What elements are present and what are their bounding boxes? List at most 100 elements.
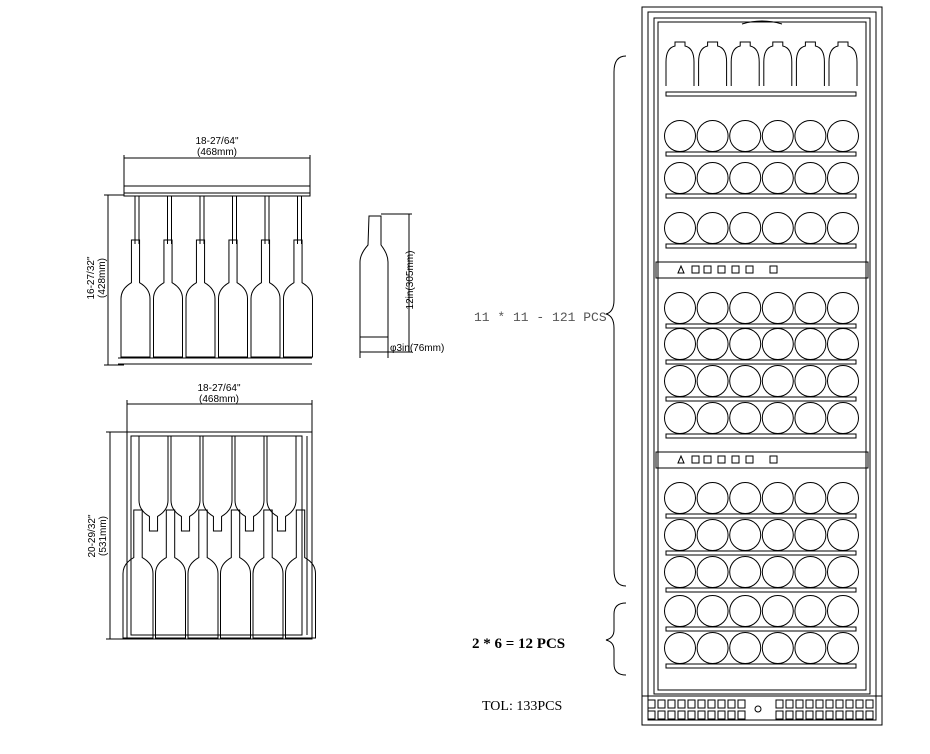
bottle-end bbox=[761, 120, 794, 152]
vent-slot bbox=[737, 699, 746, 709]
vent-slot bbox=[855, 710, 864, 720]
shelf bbox=[665, 433, 857, 439]
shelf bbox=[665, 663, 857, 669]
vent-slot bbox=[795, 699, 804, 709]
panel-icon bbox=[731, 265, 740, 274]
bottle-end bbox=[729, 120, 762, 152]
top-depth-inch-label: 16-27/32" bbox=[86, 256, 97, 299]
upper-capacity-note: 11 * 11 - 121 PCS bbox=[474, 310, 607, 325]
bottle bbox=[153, 239, 183, 358]
shelf bbox=[665, 359, 857, 365]
vent-slot bbox=[657, 699, 666, 709]
bottle-row bbox=[664, 595, 859, 632]
bottle-end bbox=[729, 632, 762, 664]
bottle bbox=[220, 509, 251, 639]
bottle-row bbox=[664, 162, 859, 199]
bottle-end bbox=[827, 519, 859, 551]
cabinet-bottle-rows bbox=[664, 41, 859, 669]
bottle-row bbox=[664, 120, 859, 157]
panel-icon bbox=[677, 264, 685, 274]
bottle-row bbox=[664, 402, 859, 439]
vent-slot bbox=[707, 699, 716, 709]
bottle bbox=[218, 239, 248, 358]
bottle-end bbox=[664, 402, 696, 434]
panel-icon bbox=[717, 455, 726, 464]
bottle-end bbox=[664, 556, 696, 588]
top-width-mm-label: (468mm) bbox=[197, 147, 237, 158]
bottle-end bbox=[761, 212, 794, 244]
vent-slot bbox=[707, 710, 716, 720]
bottle-end bbox=[827, 120, 859, 152]
bottle-end bbox=[664, 365, 696, 397]
vent-slot bbox=[717, 699, 726, 709]
vent-slot bbox=[727, 710, 736, 720]
vent-slot bbox=[855, 699, 864, 709]
bottle-end bbox=[794, 556, 827, 588]
side-width-inch-label: 18-27/64" bbox=[197, 383, 240, 394]
bottle bbox=[283, 239, 313, 358]
panel-icon bbox=[745, 455, 754, 464]
bottle-row bbox=[664, 328, 859, 365]
vent-slot bbox=[795, 710, 804, 720]
bottle-end bbox=[761, 632, 794, 664]
bottle-end bbox=[696, 632, 729, 664]
bottle-end bbox=[794, 292, 827, 324]
bottle-end bbox=[696, 120, 729, 152]
vent-slot bbox=[697, 710, 706, 720]
vent-slot bbox=[775, 710, 784, 720]
vent-slot bbox=[815, 710, 824, 720]
panel-icon bbox=[691, 265, 700, 274]
bottle-top bbox=[828, 41, 858, 86]
bottle-end bbox=[794, 212, 827, 244]
bottle-end bbox=[827, 162, 859, 194]
bottle-end bbox=[794, 365, 827, 397]
lower-brace bbox=[605, 602, 627, 676]
shelf bbox=[665, 91, 857, 97]
bottle-end bbox=[761, 519, 794, 551]
shelf bbox=[665, 626, 857, 632]
bottle-row bbox=[664, 482, 859, 519]
bottle-end bbox=[664, 162, 696, 194]
bottle-end bbox=[696, 162, 729, 194]
shelf bbox=[665, 151, 857, 157]
vent-slot bbox=[657, 710, 666, 720]
bottle bbox=[120, 239, 151, 358]
bottle-row bbox=[664, 365, 859, 402]
bottle-end bbox=[664, 519, 696, 551]
bottle-end bbox=[794, 328, 827, 360]
base-vent-grille bbox=[647, 699, 874, 720]
bottle-end bbox=[729, 162, 762, 194]
shelf bbox=[665, 193, 857, 199]
bottle-end bbox=[761, 328, 794, 360]
bottle-end bbox=[664, 632, 696, 664]
bottle-end bbox=[794, 632, 827, 664]
bottle-end bbox=[729, 212, 762, 244]
bottle-row bbox=[664, 292, 859, 329]
side-depth-inch-label: 20-29/32" bbox=[87, 514, 98, 557]
bottle-row bbox=[664, 632, 859, 669]
bottle-inverted bbox=[170, 435, 201, 532]
panel-icon bbox=[703, 265, 712, 274]
lower-control-panel bbox=[677, 454, 778, 464]
vent-slot bbox=[775, 699, 784, 709]
bottle-top bbox=[795, 41, 825, 86]
drawer-slats bbox=[134, 196, 302, 244]
bottle-top bbox=[698, 41, 728, 86]
vent-slot bbox=[687, 710, 696, 720]
bottle-end bbox=[729, 519, 762, 551]
shelf bbox=[665, 513, 857, 519]
bottle-end bbox=[827, 402, 859, 434]
top-view-drawing bbox=[104, 155, 313, 366]
bottle-end bbox=[761, 595, 794, 627]
vent-slot bbox=[805, 699, 814, 709]
bottle bbox=[155, 509, 186, 639]
vent-slot bbox=[697, 699, 706, 709]
side-depth-mm-label: (531mm) bbox=[98, 516, 109, 556]
vent-slot bbox=[647, 710, 656, 720]
bottle-end bbox=[761, 556, 794, 588]
top-width-inch-label: 18-27/64" bbox=[195, 136, 238, 147]
vent-slot bbox=[677, 699, 686, 709]
shelf bbox=[665, 396, 857, 402]
bottle-end bbox=[664, 120, 696, 152]
